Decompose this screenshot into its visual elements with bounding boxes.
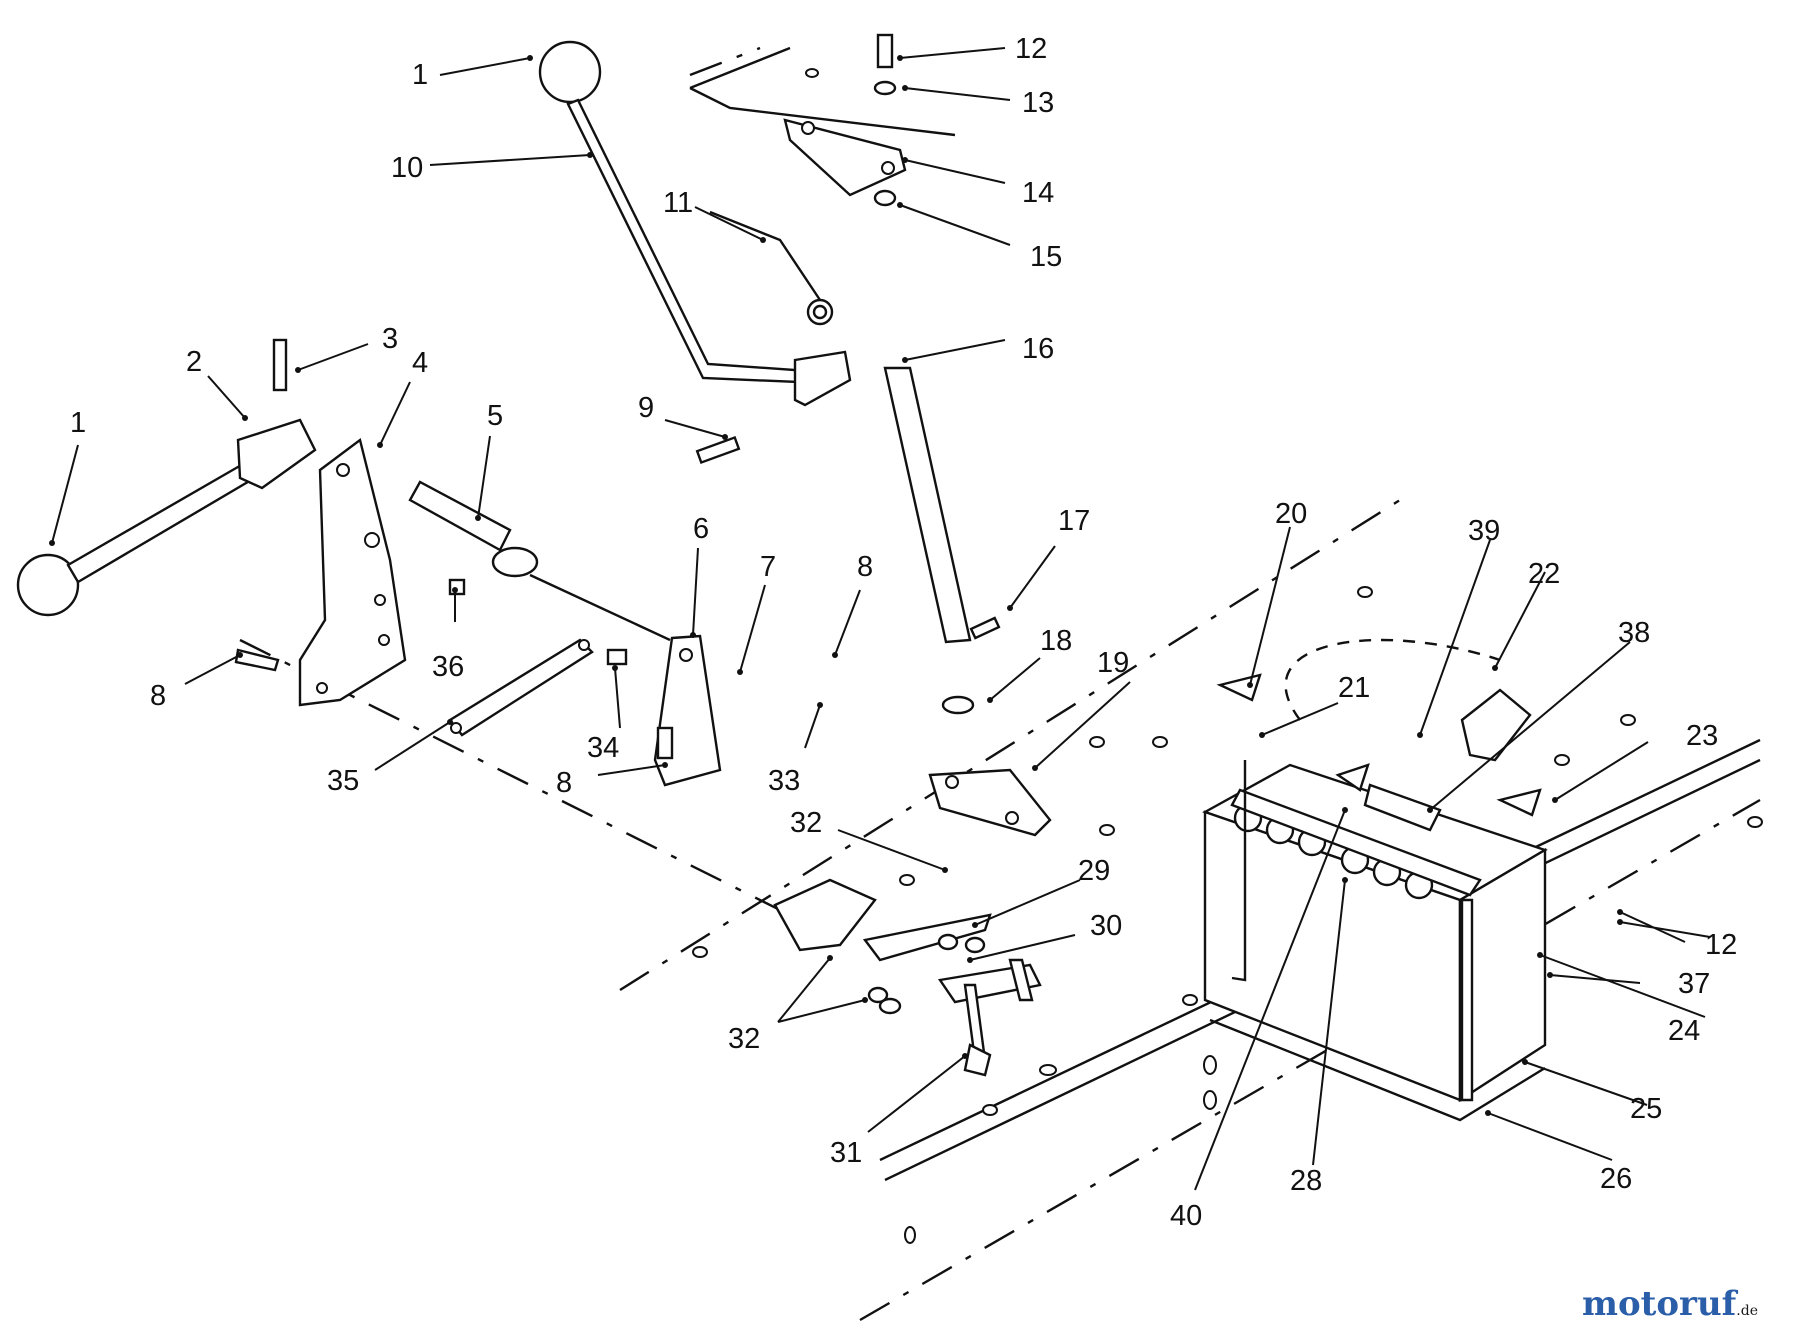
callout-23: 23	[1686, 720, 1718, 752]
shift-shaft	[408, 480, 671, 642]
callout-32-lower: 32	[728, 1023, 760, 1055]
callout-8-mid: 8	[556, 767, 572, 799]
callout-8-left: 8	[150, 680, 166, 712]
callout-2: 2	[186, 346, 202, 378]
callout-24: 24	[1668, 1015, 1700, 1047]
callout-4: 4	[412, 347, 428, 379]
callout-37: 37	[1678, 968, 1710, 1000]
callout-14: 14	[1022, 177, 1054, 209]
callout-18: 18	[1040, 625, 1072, 657]
pivot-plate	[783, 33, 907, 207]
callout-labels: 1 1 2 3 4 5 6 7 8 8 8 9 10 11 12 12 13 1…	[70, 33, 1737, 1232]
callout-30: 30	[1090, 910, 1122, 942]
callout-17: 17	[1058, 505, 1090, 537]
callout-6: 6	[693, 513, 709, 545]
callout-33: 33	[768, 765, 800, 797]
callout-20: 20	[1275, 498, 1307, 530]
callout-3: 3	[382, 323, 398, 355]
callout-26: 26	[1600, 1163, 1632, 1195]
spring-11	[709, 210, 834, 326]
callout-10: 10	[391, 152, 423, 184]
callout-15: 15	[1030, 241, 1062, 273]
pivot-bracket-19	[928, 768, 1052, 837]
callout-5: 5	[487, 400, 503, 432]
watermark-brand: motoruf	[1582, 1284, 1737, 1324]
callout-1-left: 1	[70, 407, 86, 439]
leader-lines	[49, 47, 1711, 1191]
bolt-left	[234, 648, 628, 672]
shift-lever-upper	[538, 40, 852, 465]
callout-39: 39	[1468, 515, 1500, 547]
small-holes	[692, 68, 1763, 1244]
callout-9: 9	[638, 392, 654, 424]
battery-cap-22	[1460, 688, 1532, 762]
callout-1-top: 1	[412, 59, 428, 91]
callout-12-right: 12	[1705, 929, 1737, 961]
shift-lever-left	[16, 338, 317, 617]
callout-36: 36	[432, 651, 464, 683]
callout-13: 13	[1022, 87, 1054, 119]
mount-plate	[298, 437, 407, 707]
battery	[1202, 760, 1548, 1122]
callout-19: 19	[1097, 647, 1129, 679]
callout-7: 7	[760, 551, 776, 583]
callout-25: 25	[1630, 1093, 1662, 1125]
callout-29: 29	[1078, 855, 1110, 887]
watermark-suffix: .de	[1736, 1303, 1758, 1319]
callout-32-upper: 32	[790, 807, 822, 839]
callout-12-top: 12	[1015, 33, 1047, 65]
callout-31: 31	[830, 1137, 862, 1169]
link-arm	[448, 578, 594, 737]
callout-34: 34	[587, 732, 619, 764]
callout-16: 16	[1022, 333, 1054, 365]
callout-21: 21	[1338, 672, 1370, 704]
callout-28: 28	[1290, 1165, 1322, 1197]
callout-38: 38	[1618, 617, 1650, 649]
callout-11: 11	[663, 187, 693, 219]
callout-35: 35	[327, 765, 359, 797]
callout-40: 40	[1170, 1200, 1202, 1232]
lower-brackets	[773, 878, 1042, 1077]
callout-22: 22	[1528, 558, 1560, 590]
callout-8-right: 8	[857, 551, 873, 583]
control-rod-16	[883, 366, 1001, 715]
watermark-logo: motoruf.de	[1582, 1284, 1758, 1324]
